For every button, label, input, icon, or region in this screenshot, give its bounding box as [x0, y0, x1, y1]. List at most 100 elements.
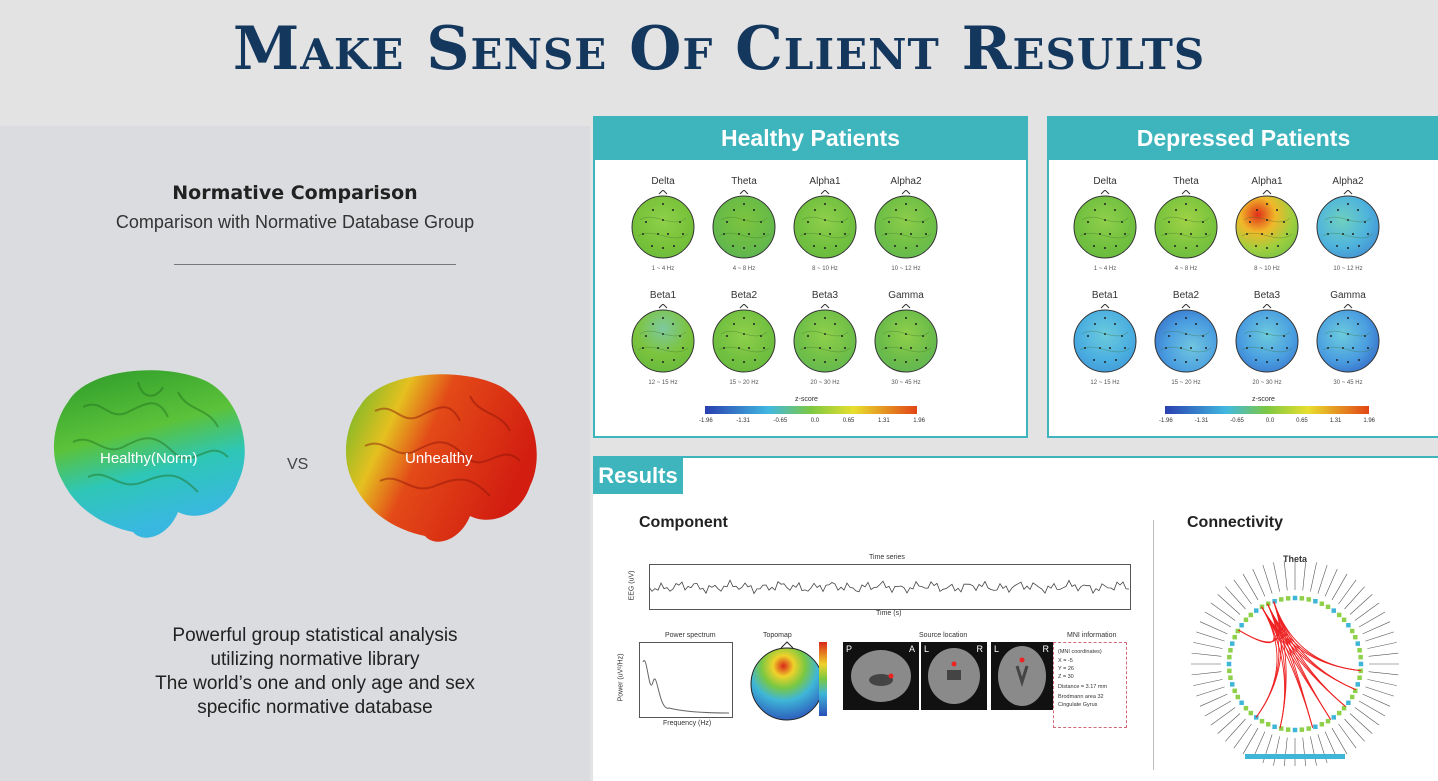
healthy-brain-label: Healthy(Norm) — [100, 450, 198, 467]
topomap-image — [1065, 303, 1145, 378]
band-range: 8 ~ 10 Hz — [1254, 266, 1280, 272]
mri-label: L — [924, 644, 930, 654]
theta-label: Theta — [1283, 554, 1308, 564]
topomap-beta3: Beta3 20 ~ 30 Hz — [785, 290, 865, 386]
band-range: 12 ~ 15 Hz — [648, 380, 678, 386]
unhealthy-brain-label: Unhealthy — [405, 450, 473, 467]
power-spectrum-plot — [639, 642, 733, 718]
tick-label: -0.65 — [1230, 418, 1244, 424]
results-tab: Results — [593, 458, 683, 494]
tick-label: -1.96 — [699, 418, 713, 424]
band-range: 30 ~ 45 Hz — [891, 380, 921, 386]
mri-sagittal: P A — [843, 642, 919, 710]
desc-line: specific normative database — [197, 697, 433, 718]
tick-label: 1.96 — [913, 418, 925, 424]
topomap-image — [704, 303, 784, 378]
band-name: Beta3 — [1253, 290, 1281, 301]
topomap-image — [704, 189, 784, 264]
band-name: Beta2 — [1172, 290, 1200, 301]
page-title: Make Sense Of Client Results — [232, 14, 1206, 84]
timeseries-plot — [649, 564, 1131, 610]
power-spectrum-ylabel: Power (uV²/Hz) — [617, 653, 625, 702]
topomap-beta3: Beta3 20 ~ 30 Hz — [1227, 290, 1307, 386]
topomap-image — [866, 189, 946, 264]
mri-coronal: L R — [921, 642, 987, 710]
connectivity-heading: Connectivity — [1187, 514, 1284, 531]
mri-label: R — [976, 644, 984, 654]
mni-line: Brodmann area 32 — [1058, 694, 1104, 700]
band-range: 15 ~ 20 Hz — [1171, 380, 1201, 386]
band-name: Gamma — [888, 290, 924, 301]
band-name: Alpha1 — [809, 176, 841, 187]
healthy-patients-title: Healthy Patients — [595, 118, 1026, 160]
topomap-image — [623, 303, 703, 378]
depressed-zscore-colorbar — [1165, 406, 1369, 414]
tick-label: -0.65 — [773, 418, 788, 424]
normative-comparison-panel: Normative Comparison Comparison with Nor… — [0, 126, 590, 781]
mri-label: L — [994, 644, 1000, 654]
tick-label: -1.31 — [736, 418, 750, 424]
mni-line: Z = 30 — [1058, 674, 1074, 680]
band-name: Beta3 — [811, 290, 839, 301]
topomap-beta2: Beta2 15 ~ 20 Hz — [1146, 290, 1226, 386]
connectivity-diagram — [1191, 560, 1399, 766]
topomap-delta: Delta 1 ~ 4 Hz — [1065, 176, 1145, 272]
topomap-image — [1146, 189, 1226, 264]
topomap-image — [623, 189, 703, 264]
mni-line: X = -5 — [1058, 658, 1073, 664]
desc-line: The world’s one and only age and sex — [155, 673, 475, 694]
desc-line: utilizing normative library — [210, 649, 420, 670]
timeseries-ylabel: EEG (uV) — [628, 570, 636, 601]
results-panel: Results Component Connectivity Time seri… — [593, 456, 1438, 781]
power-spectrum-title: Power spectrum — [665, 632, 716, 639]
band-range: 15 ~ 20 Hz — [729, 380, 759, 386]
band-range: 20 ~ 30 Hz — [1252, 380, 1282, 386]
band-range: 4 ~ 8 Hz — [1174, 266, 1198, 272]
band-range: 20 ~ 30 Hz — [810, 380, 840, 386]
topomap-colorbar — [819, 642, 827, 716]
depressed-zscore-title: z-score — [1252, 396, 1275, 403]
topomap-gamma: Gamma 30 ~ 45 Hz — [866, 290, 946, 386]
tick-label: 1.31 — [877, 418, 890, 424]
band-name: Beta2 — [730, 290, 758, 301]
description: Powerful group statistical analysis util… — [0, 624, 630, 720]
power-spectrum-xlabel: Frequency (Hz) — [663, 720, 712, 727]
timeseries-title: Time series — [869, 554, 905, 561]
mni-line: Y = 26 — [1058, 666, 1074, 672]
band-range: 1 ~ 4 Hz — [1093, 266, 1117, 272]
band-range: 1 ~ 4 Hz — [651, 266, 675, 272]
source-location-title: Source location — [919, 632, 968, 639]
tick-label: -1.31 — [1194, 418, 1209, 424]
topomap-beta2: Beta2 15 ~ 20 Hz — [704, 290, 784, 386]
unhealthy-brain-image — [345, 374, 537, 542]
desc-line: Powerful group statistical analysis — [172, 625, 458, 646]
band-name: Alpha1 — [1251, 176, 1283, 187]
topomap-image — [1146, 303, 1226, 378]
topomap-image — [1227, 303, 1307, 378]
mni-line: Distance = 3.17 mm — [1058, 684, 1108, 690]
results-divider — [1153, 520, 1154, 770]
component-heading: Component — [639, 514, 728, 531]
band-range: 4 ~ 8 Hz — [732, 266, 756, 272]
normative-comparison-heading: Normative Comparison — [172, 182, 418, 204]
topomap-image — [1065, 189, 1145, 264]
depressed-zscore-ticks: -1.96 -1.31 -0.65 0.0 0.65 1.31 1.96 — [1159, 418, 1375, 424]
tick-label: -1.96 — [1159, 418, 1173, 424]
band-range: 10 ~ 12 Hz — [1333, 266, 1363, 272]
topomap-image — [866, 303, 946, 378]
topomap-title: Topomap — [763, 632, 792, 639]
band-name: Delta — [1093, 176, 1117, 187]
topomap-image — [1308, 303, 1388, 378]
topomap-alpha1: Alpha1 8 ~ 10 Hz — [1227, 176, 1307, 272]
mri-axial: L R — [991, 642, 1053, 710]
healthy-brain-image — [53, 370, 245, 538]
